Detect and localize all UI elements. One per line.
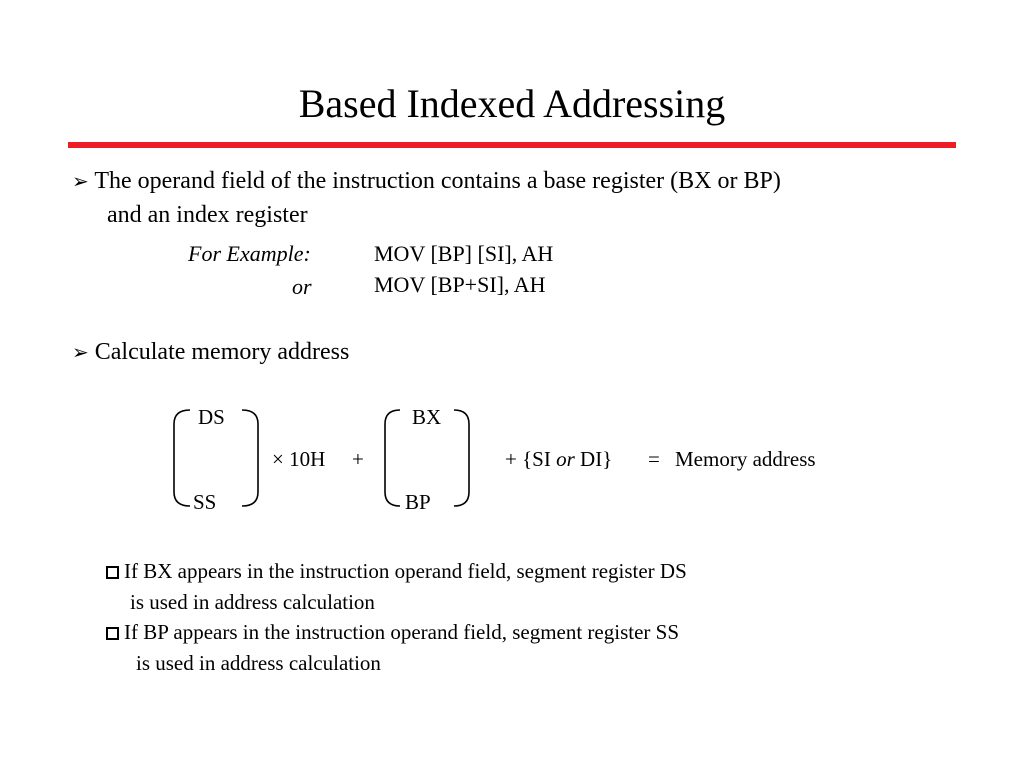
index-term: + {SI or DI}: [505, 446, 612, 472]
left-bracket-2: [384, 409, 401, 507]
left-bracket-1: [173, 409, 191, 507]
base-bp: BP: [405, 490, 431, 514]
bullet-1-line-1: The operand field of the instruction con…: [94, 168, 781, 194]
page-title: Based Indexed Addressing: [298, 81, 726, 126]
index-close: DI}: [580, 447, 613, 471]
times-10h: × 10H: [272, 447, 326, 471]
note-2: If BP appears in the instruction operand…: [106, 618, 679, 646]
example-or: or: [292, 274, 312, 299]
note-1-line-1: If BX appears in the instruction operand…: [124, 559, 687, 583]
bullet-1: ➢ The operand field of the instruction c…: [72, 166, 781, 196]
arrowhead-bullet-icon: ➢: [72, 169, 89, 193]
base-bx: BX: [412, 405, 442, 429]
index-or: or: [556, 447, 575, 471]
note-2-line-2: is used in address calculation: [136, 651, 381, 675]
bullet-1-line-2: and an index register: [107, 202, 308, 228]
right-bracket-1: [241, 409, 259, 507]
example-code-2: MOV [BP+SI], AH: [374, 272, 546, 297]
bullet-2: ➢ Calculate memory address: [72, 337, 349, 367]
example-label: For Example:: [188, 241, 311, 266]
equals-sign: =: [648, 447, 660, 471]
bullet-2-text: Calculate memory address: [94, 339, 350, 365]
memory-address-label: Memory address: [675, 447, 816, 471]
title-underline: [68, 142, 956, 148]
segment-ss: SS: [193, 490, 217, 514]
checkbox-bullet-icon: [106, 566, 119, 579]
segment-ds: DS: [198, 405, 225, 429]
note-1-line-2: is used in address calculation: [130, 590, 375, 614]
index-open: {SI: [522, 447, 551, 471]
checkbox-bullet-icon: [106, 627, 119, 640]
right-bracket-2: [453, 409, 470, 507]
plus-sign-1: +: [352, 447, 364, 471]
note-1: If BX appears in the instruction operand…: [106, 557, 687, 585]
example-code-1: MOV [BP] [SI], AH: [374, 241, 554, 266]
note-2-line-1: If BP appears in the instruction operand…: [124, 620, 680, 644]
arrowhead-bullet-icon: ➢: [72, 340, 89, 364]
plus-sign-2: +: [505, 447, 517, 471]
